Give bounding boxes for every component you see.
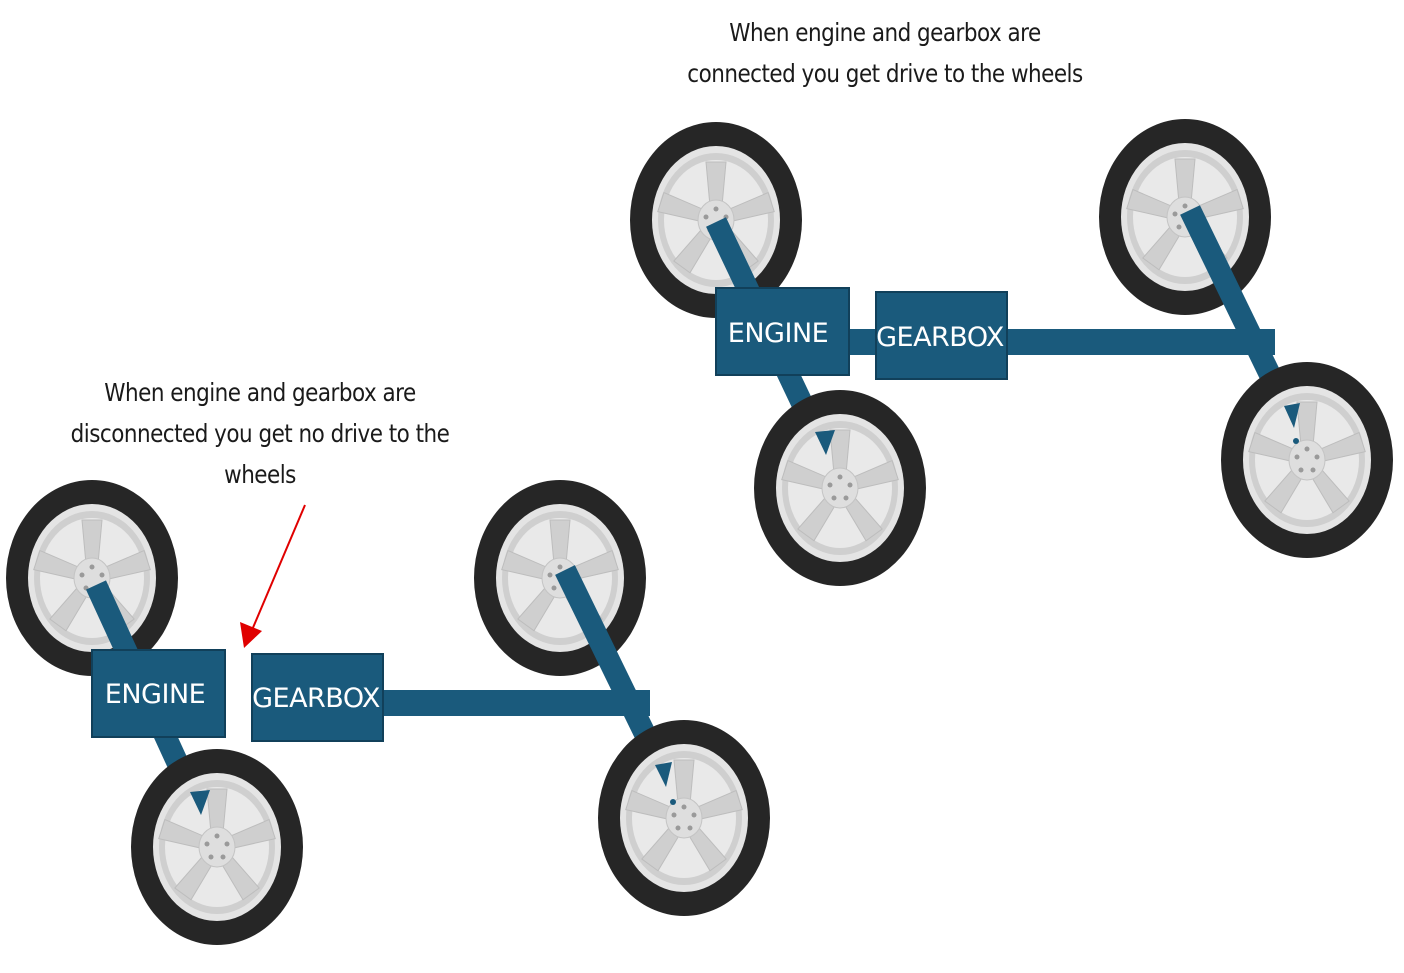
disconnected-front-left-wheel xyxy=(5,479,179,677)
disconnected-caption-line-2: disconnected you get no drive to the xyxy=(70,419,450,448)
connected-caption: When engine and gearbox are connected yo… xyxy=(606,12,1165,94)
connected-engine-block xyxy=(715,287,850,376)
disconnected-gearbox-block xyxy=(251,653,384,742)
disconnected-rear-hub xyxy=(655,762,672,787)
disconnected-rear-right-wheel xyxy=(597,719,771,917)
connected-rear-right-wheel xyxy=(1220,361,1394,559)
disconnected-engine-label: ENGINE xyxy=(105,679,205,710)
disconnected-engine-block xyxy=(91,649,226,738)
disconnected-caption: When engine and gearbox are disconnected… xyxy=(19,372,501,495)
connected-assembly: ENGINE GEARBOX xyxy=(629,118,1394,587)
connected-front-right-wheel xyxy=(753,389,927,587)
connected-rear-hub xyxy=(1284,403,1300,428)
gap-arrow xyxy=(240,504,306,648)
connected-caption-line-1: When engine and gearbox are xyxy=(729,18,1041,47)
disconnected-front-right-wheel xyxy=(130,748,304,946)
disconnected-drive-shaft xyxy=(380,690,650,716)
connected-gearbox-label: GEARBOX xyxy=(876,322,1004,353)
disconnected-gearbox-label: GEARBOX xyxy=(252,683,380,714)
disconnected-caption-line-1: When engine and gearbox are xyxy=(104,378,416,407)
disconnected-assembly: ENGINE GEARBOX xyxy=(5,479,771,946)
connected-caption-line-2: connected you get drive to the wheels xyxy=(687,59,1083,88)
connected-gearbox-block xyxy=(875,291,1008,380)
disconnected-caption-line-3: wheels xyxy=(224,460,296,489)
connected-engine-label: ENGINE xyxy=(728,318,828,349)
connected-front-hub xyxy=(815,430,835,455)
disconnected-front-hub xyxy=(190,790,210,815)
